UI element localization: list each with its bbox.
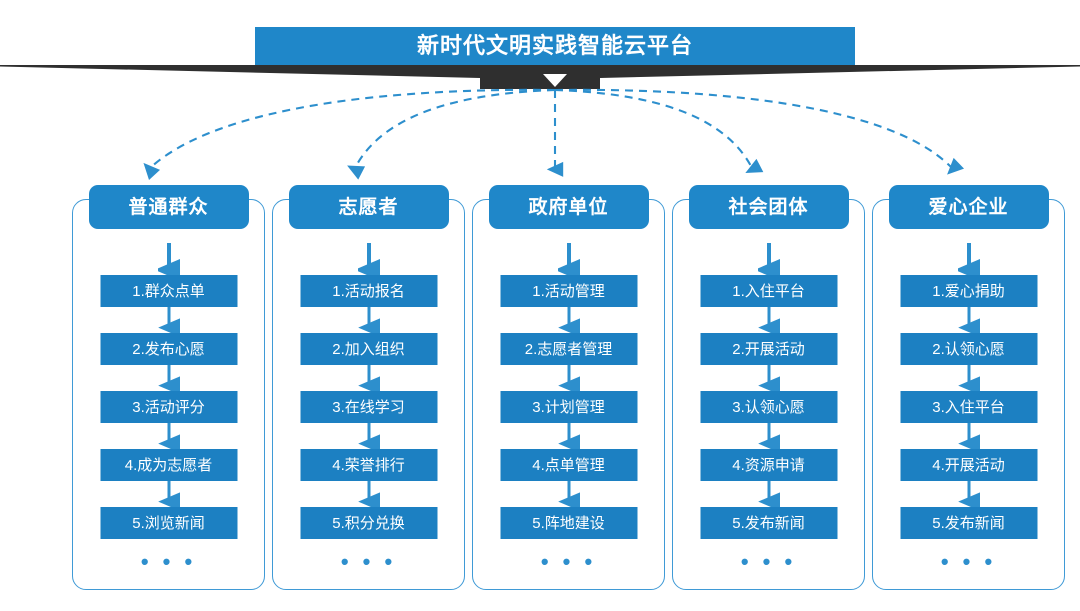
flow-item-label: 5.阵地建设 xyxy=(532,514,605,532)
column-arrows xyxy=(357,243,380,512)
flow-item-label: 3.在线学习 xyxy=(332,398,405,416)
flow-item-label: 2.发布心愿 xyxy=(132,340,205,358)
flow-item[interactable]: 4.点单管理 xyxy=(500,449,637,481)
flow-item[interactable]: 1.活动报名 xyxy=(300,275,437,307)
flow-item-label: 2.开展活动 xyxy=(732,340,805,358)
flow-item-label: 3.计划管理 xyxy=(532,398,605,416)
column-arrows xyxy=(157,243,180,512)
column-items: 1.活动管理 2.志愿者管理 3.计划管理 4.点单管理 5.阵地建设 xyxy=(472,199,665,590)
column-items: 1.活动报名 2.加入组织 3.在线学习 4.荣誉排行 5.积分兑换 xyxy=(272,199,465,590)
column-header-4[interactable]: 爱心企业 xyxy=(888,185,1049,229)
flow-item[interactable]: 2.发布心愿 xyxy=(100,333,237,365)
flow-item-label: 4.资源申请 xyxy=(732,456,805,474)
column-header-3[interactable]: 社会团体 xyxy=(688,185,849,229)
flow-item-label: 5.发布新闻 xyxy=(732,514,805,532)
more-items-indicator: • • • xyxy=(140,549,197,574)
flow-item[interactable]: 1.群众点单 xyxy=(100,275,237,307)
flow-item[interactable]: 3.活动评分 xyxy=(100,391,237,423)
column-header-1[interactable]: 志愿者 xyxy=(288,185,449,229)
flow-item-label: 1.活动管理 xyxy=(532,282,605,300)
flow-item-label: 5.积分兑换 xyxy=(332,514,405,532)
flow-item[interactable]: 4.荣誉排行 xyxy=(300,449,437,481)
column-header-label: 志愿者 xyxy=(338,196,399,218)
column-items: 1.爱心捐助 2.认领心愿 3.入住平台 4.开展活动 5.发布新闻 xyxy=(872,199,1065,590)
flow-item-label: 5.发布新闻 xyxy=(932,514,1005,532)
flow-item-label: 1.活动报名 xyxy=(332,282,405,300)
column-header-0[interactable]: 普通群众 xyxy=(88,185,249,229)
flow-item-label: 5.浏览新闻 xyxy=(132,514,205,532)
flow-item[interactable]: 2.开展活动 xyxy=(700,333,837,365)
flow-item-label: 2.加入组织 xyxy=(332,340,405,358)
column-header-label: 社会团体 xyxy=(728,196,809,218)
flow-item[interactable]: 3.认领心愿 xyxy=(700,391,837,423)
flow-item[interactable]: 5.发布新闻 xyxy=(900,507,1037,539)
role-column-爱心企业: 爱心企业 1.爱心捐助 2.认领心愿 3.入住平台 4.开展活动 5.发布新闻 … xyxy=(872,185,1065,590)
column-items: 1.入住平台 2.开展活动 3.认领心愿 4.资源申请 5.发布新闻 xyxy=(672,199,865,590)
flow-item-label: 4.点单管理 xyxy=(532,456,605,474)
column-header-label: 爱心企业 xyxy=(928,196,1009,218)
flow-item-label: 3.入住平台 xyxy=(932,398,1005,416)
column-items: 1.群众点单 2.发布心愿 3.活动评分 4.成为志愿者 5.浏览新闻 xyxy=(72,199,265,590)
flow-item[interactable]: 3.入住平台 xyxy=(900,391,1037,423)
flow-item[interactable]: 5.发布新闻 xyxy=(700,507,837,539)
more-items-indicator: • • • xyxy=(940,549,997,574)
flow-item-label: 3.认领心愿 xyxy=(732,398,805,416)
flow-item-label: 2.认领心愿 xyxy=(932,340,1005,358)
flow-item-label: 1.爱心捐助 xyxy=(932,282,1005,300)
flow-item[interactable]: 4.开展活动 xyxy=(900,449,1037,481)
column-arrows xyxy=(957,243,980,512)
role-column-社会团体: 社会团体 1.入住平台 2.开展活动 3.认领心愿 4.资源申请 5.发布新闻 … xyxy=(672,185,865,590)
flow-item-label: 4.开展活动 xyxy=(932,456,1005,474)
flow-item[interactable]: 2.志愿者管理 xyxy=(500,333,637,365)
platform-title-bar: 新时代文明实践智能云平台 xyxy=(255,27,855,65)
flow-item[interactable]: 2.加入组织 xyxy=(300,333,437,365)
flow-item[interactable]: 2.认领心愿 xyxy=(900,333,1037,365)
flow-item[interactable]: 3.在线学习 xyxy=(300,391,437,423)
flow-item[interactable]: 1.入住平台 xyxy=(700,275,837,307)
platform-title-banner: 新时代文明实践智能云平台 xyxy=(255,27,855,65)
flow-item[interactable]: 3.计划管理 xyxy=(500,391,637,423)
column-arrows xyxy=(557,243,580,512)
role-column-志愿者: 志愿者 1.活动报名 2.加入组织 3.在线学习 4.荣誉排行 5.积分兑换 •… xyxy=(272,185,465,590)
column-header-label: 政府单位 xyxy=(528,196,609,218)
column-arrows xyxy=(757,243,780,512)
platform-title-text: 新时代文明实践智能云平台 xyxy=(416,33,693,58)
flow-item[interactable]: 1.爱心捐助 xyxy=(900,275,1037,307)
flow-item-label: 4.成为志愿者 xyxy=(124,456,213,474)
column-header-label: 普通群众 xyxy=(128,196,209,218)
flow-item-label: 1.群众点单 xyxy=(132,282,205,300)
flow-item-label: 2.志愿者管理 xyxy=(524,340,613,358)
more-items-indicator: • • • xyxy=(340,549,397,574)
flow-item-label: 4.荣誉排行 xyxy=(332,456,405,474)
flow-item[interactable]: 4.资源申请 xyxy=(700,449,837,481)
flow-item-label: 1.入住平台 xyxy=(732,282,805,300)
title-shadow-banner xyxy=(0,65,1080,89)
more-items-indicator: • • • xyxy=(540,549,597,574)
flow-item[interactable]: 1.活动管理 xyxy=(500,275,637,307)
flow-item-label: 3.活动评分 xyxy=(132,398,205,416)
flow-item[interactable]: 5.积分兑换 xyxy=(300,507,437,539)
flow-item[interactable]: 4.成为志愿者 xyxy=(100,449,237,481)
column-header-2[interactable]: 政府单位 xyxy=(488,185,649,229)
flow-item[interactable]: 5.阵地建设 xyxy=(500,507,637,539)
flow-item[interactable]: 5.浏览新闻 xyxy=(100,507,237,539)
more-items-indicator: • • • xyxy=(740,549,797,574)
role-column-普通群众: 普通群众 1.群众点单 2.发布心愿 3.活 xyxy=(72,185,265,590)
role-column-政府单位: 政府单位 1.活动管理 2.志愿者管理 3.计划管理 4.点单管理 5.阵地建设… xyxy=(472,185,665,590)
